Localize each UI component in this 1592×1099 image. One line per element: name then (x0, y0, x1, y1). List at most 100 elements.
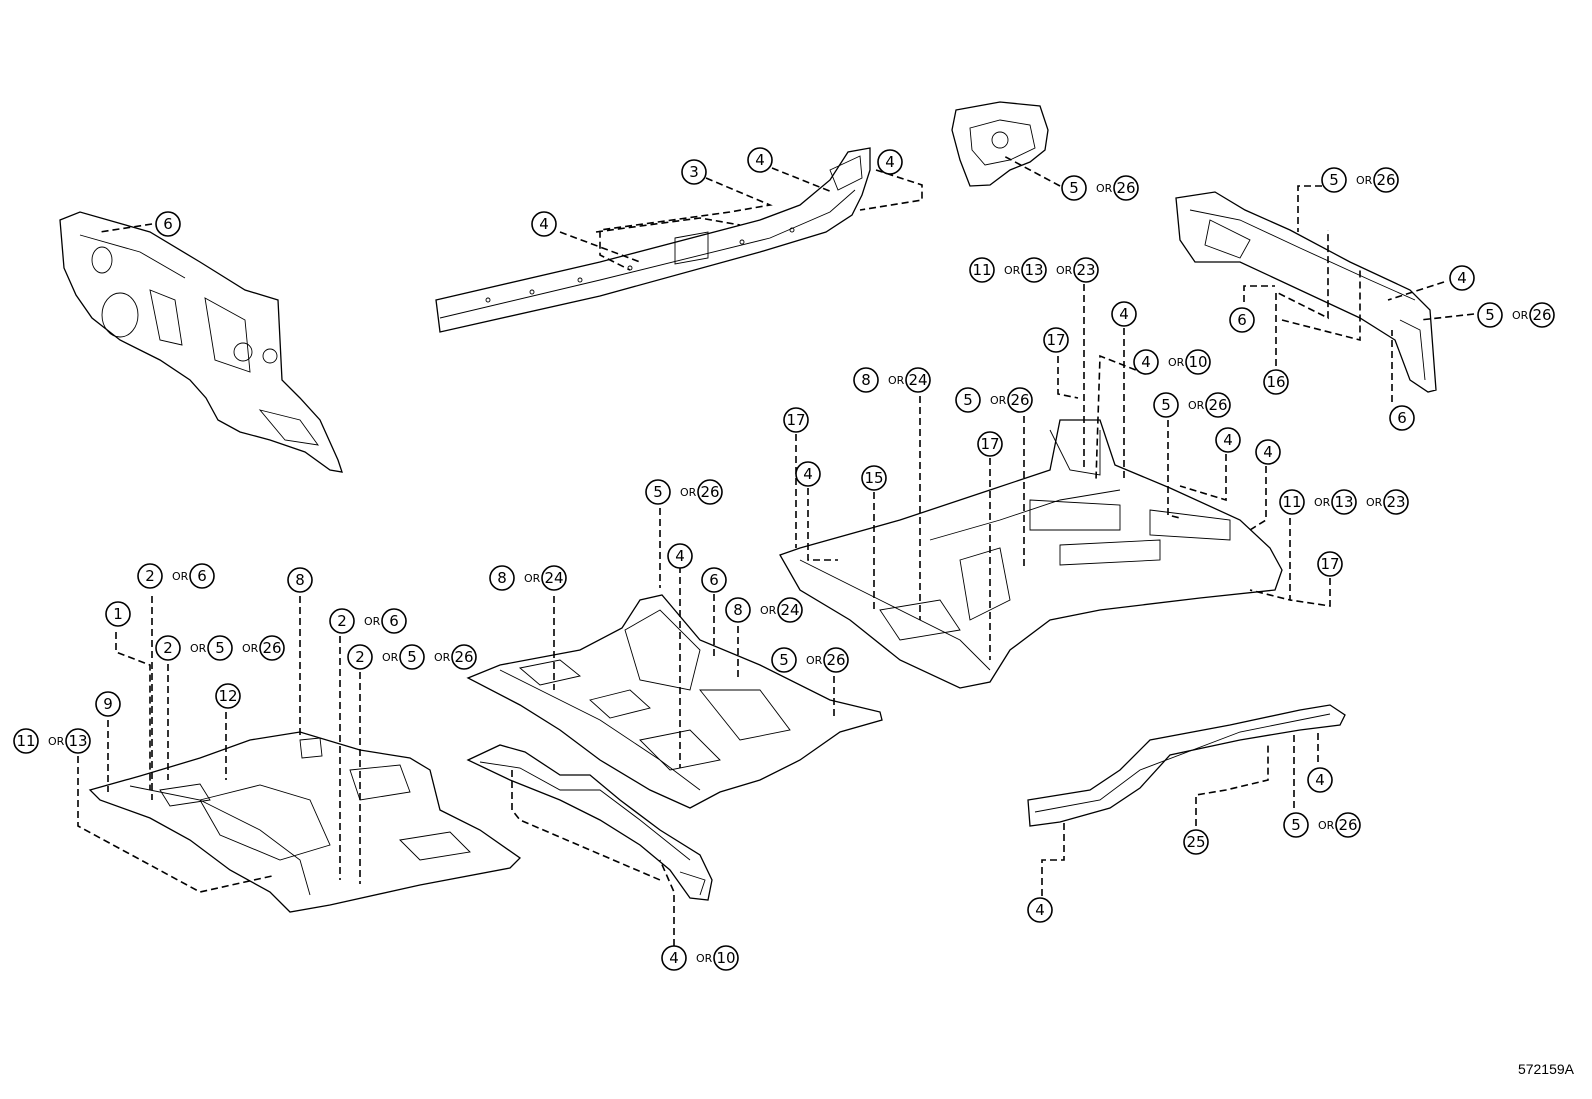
callout-circle (1215, 427, 1241, 453)
callout-front-floor-12: 12 (215, 683, 241, 709)
callout-circle (155, 211, 181, 237)
callout-number: 5 (1485, 306, 1495, 324)
callout-circle (1283, 812, 1309, 838)
callout-circle (1529, 302, 1555, 328)
callout-number: 4 (1457, 269, 1467, 287)
callout-number: 17 (980, 435, 999, 453)
callout-number: 5 (1161, 396, 1171, 414)
callout-circle (795, 461, 821, 487)
callout-circle (905, 367, 931, 393)
callout-number: 11 (16, 732, 35, 750)
callout-circle (1383, 489, 1409, 515)
callout-circle (1229, 307, 1255, 333)
callout-number: 4 (1119, 305, 1129, 323)
callout-circle (137, 563, 163, 589)
callout-number: 2 (355, 648, 365, 666)
callout-side-member-3: 3 (681, 159, 707, 185)
callout-number: 23 (1076, 261, 1095, 279)
callout-circle (1133, 349, 1159, 375)
callout-circle (823, 647, 849, 673)
callout-front-floor-9: 9 (95, 691, 121, 717)
callout-number: 12 (218, 687, 237, 705)
callout-circle (399, 644, 425, 670)
callout-rear-floor-4-top: 4 (1111, 301, 1137, 327)
callout-circle (13, 728, 39, 754)
callout-number: 2 (337, 612, 347, 630)
callout-number: 24 (908, 371, 927, 389)
front-side-member-drawing (435, 147, 871, 333)
callout-rear-member-4: 4 (1449, 265, 1475, 291)
callout-circle (207, 635, 233, 661)
callout-number: 5 (1069, 179, 1079, 197)
callout-rear-crossmember-4-left: 4 (1027, 897, 1053, 923)
callout-circle (1021, 257, 1047, 283)
callout-number: 1 (113, 605, 123, 623)
callout-number: 4 (755, 151, 765, 169)
callout-number: 17 (786, 411, 805, 429)
rear-side-member-drawing (1175, 191, 1437, 393)
callout-number: 24 (544, 569, 563, 587)
callout-circle (1205, 392, 1231, 418)
callout-circle (215, 683, 241, 709)
callout-circle (329, 608, 355, 634)
callout-circle (1153, 392, 1179, 418)
callout-number: 5 (215, 639, 225, 657)
or-separator: OR (990, 394, 1007, 407)
callout-circle (1477, 302, 1503, 328)
or-separator: OR (1056, 264, 1073, 277)
callout-circle (347, 644, 373, 670)
callout-number: 11 (972, 261, 991, 279)
callout-number: 6 (197, 567, 207, 585)
callout-circle (451, 644, 477, 670)
or-separator: OR (760, 604, 777, 617)
or-separator: OR (172, 570, 189, 583)
callout-number: 26 (826, 651, 845, 669)
callout-rear-floor-15: 15 (861, 465, 887, 491)
callout-circle (1255, 439, 1281, 465)
callout-circle (1185, 349, 1211, 375)
or-separator: OR (1366, 496, 1383, 509)
callout-number: 5 (963, 391, 973, 409)
callout-number: 4 (1315, 771, 1325, 789)
callout-circle (381, 608, 407, 634)
callout-number: 2 (145, 567, 155, 585)
callout-circle (661, 945, 687, 971)
callout-number: 26 (1338, 816, 1357, 834)
callout-front-floor-8: 8 (287, 567, 313, 593)
or-separator: OR (1188, 399, 1205, 412)
callout-number: 4 (1223, 431, 1233, 449)
callout-number: 8 (733, 601, 743, 619)
callout-number: 17 (1320, 555, 1339, 573)
callout-circle (1113, 175, 1139, 201)
center-floor-pan-drawing (466, 594, 883, 809)
dash-panel-drawing (59, 211, 343, 473)
figure-id: 572159A (1517, 1061, 1574, 1077)
callout-circle (861, 465, 887, 491)
callout-circle (1043, 327, 1069, 353)
callout-dash-panel-6: 6 (155, 211, 181, 237)
callout-number: 13 (68, 732, 87, 750)
callout-circle (65, 728, 91, 754)
or-separator: OR (1512, 309, 1529, 322)
callout-number: 6 (709, 571, 719, 589)
callout-number: 26 (1010, 391, 1029, 409)
callout-circle (1007, 387, 1033, 413)
or-separator: OR (190, 642, 207, 655)
callout-rear-floor-17-left: 17 (783, 407, 809, 433)
callout-circle (95, 691, 121, 717)
or-separator: OR (806, 654, 823, 667)
callout-number: 8 (497, 569, 507, 587)
